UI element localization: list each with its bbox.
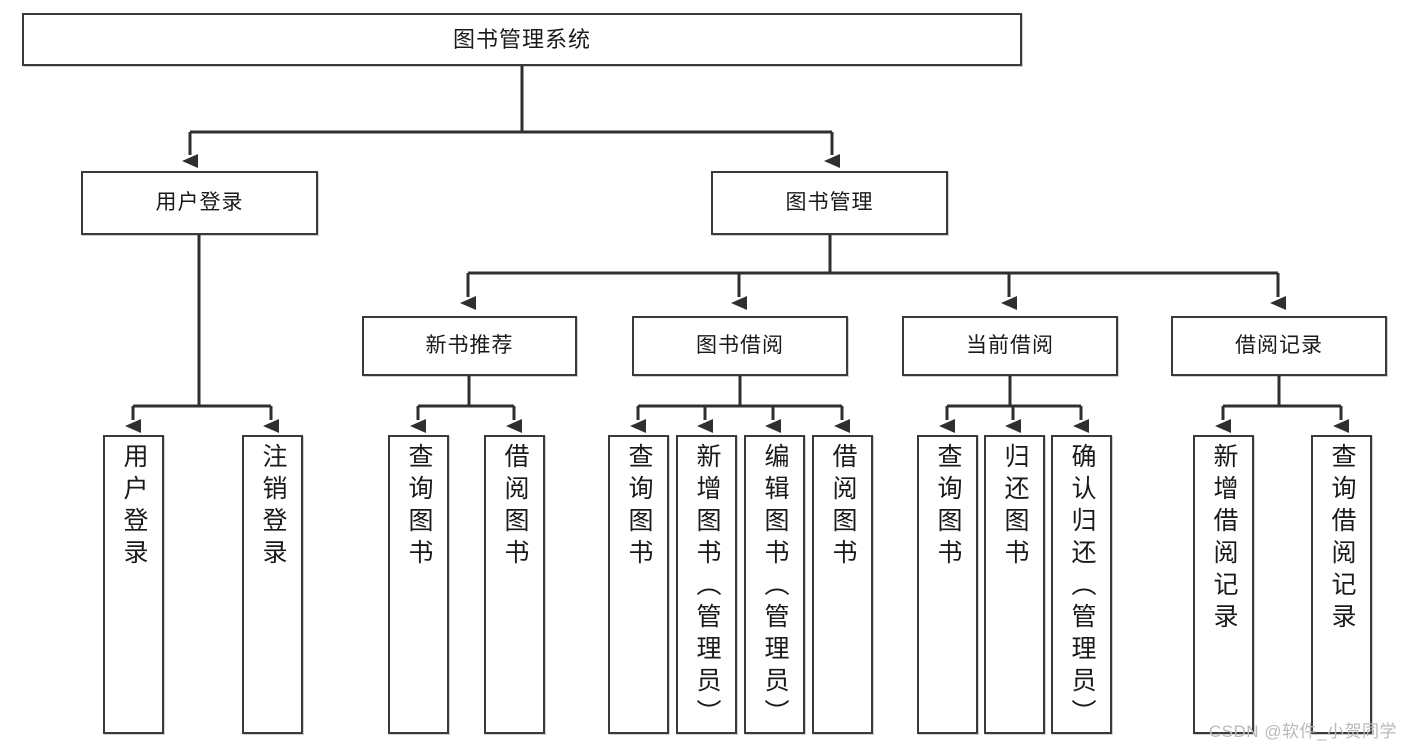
node-label: 归还图书 bbox=[1001, 443, 1029, 571]
node-label: 新增图书（管理员） bbox=[693, 443, 721, 731]
leaf-current-return-book[interactable]: 归还图书 bbox=[984, 435, 1045, 734]
node-label: 查询图书 bbox=[405, 443, 433, 571]
node-label: 图书管理系统 bbox=[452, 26, 591, 52]
node-root-book-management-system[interactable]: 图书管理系统 bbox=[22, 13, 1022, 66]
node-label: 用户登录 bbox=[120, 443, 148, 571]
node-label: 注销登录 bbox=[259, 443, 287, 571]
node-label: 新书推荐 bbox=[425, 333, 514, 357]
node-label: 图书管理 bbox=[785, 190, 874, 214]
node-label: 查询图书 bbox=[934, 443, 962, 571]
leaf-current-confirm-return[interactable]: 确认归还（管理员） bbox=[1051, 435, 1112, 734]
leaf-new-book-borrow[interactable]: 借阅图书 bbox=[484, 435, 545, 734]
node-book-borrow[interactable]: 图书借阅 bbox=[632, 316, 848, 376]
leaf-new-book-query[interactable]: 查询图书 bbox=[388, 435, 449, 734]
leaf-user-login-logout[interactable]: 注销登录 bbox=[242, 435, 303, 734]
node-label: 编辑图书（管理员） bbox=[761, 443, 789, 731]
node-borrow-record[interactable]: 借阅记录 bbox=[1171, 316, 1387, 376]
watermark: CSDN @软件_小贺同学 bbox=[1208, 722, 1397, 741]
leaf-user-login-login[interactable]: 用户登录 bbox=[103, 435, 164, 734]
node-label: 当前借阅 bbox=[966, 333, 1054, 357]
node-label: 图书借阅 bbox=[696, 333, 784, 357]
node-label: 用户登录 bbox=[155, 190, 244, 214]
node-label: 借阅图书 bbox=[501, 443, 529, 571]
node-book-management[interactable]: 图书管理 bbox=[711, 171, 948, 235]
leaf-current-query-book[interactable]: 查询图书 bbox=[917, 435, 978, 734]
leaf-borrow-edit-book[interactable]: 编辑图书（管理员） bbox=[744, 435, 805, 734]
node-label: 借阅图书 bbox=[829, 443, 857, 571]
leaf-borrow-add-book[interactable]: 新增图书（管理员） bbox=[676, 435, 737, 734]
node-label: 借阅记录 bbox=[1235, 333, 1323, 357]
node-label: 查询图书 bbox=[625, 443, 653, 571]
leaf-borrow-query-book[interactable]: 查询图书 bbox=[608, 435, 669, 734]
node-label: 查询借阅记录 bbox=[1328, 443, 1356, 635]
node-new-book-recommend[interactable]: 新书推荐 bbox=[362, 316, 577, 376]
leaf-borrow-borrow-book[interactable]: 借阅图书 bbox=[812, 435, 873, 734]
leaf-record-query[interactable]: 查询借阅记录 bbox=[1311, 435, 1372, 734]
node-current-borrow[interactable]: 当前借阅 bbox=[902, 316, 1118, 376]
node-label: 确认归还（管理员） bbox=[1068, 443, 1096, 731]
node-label: 新增借阅记录 bbox=[1210, 443, 1238, 635]
leaf-record-add[interactable]: 新增借阅记录 bbox=[1193, 435, 1254, 734]
node-user-login[interactable]: 用户登录 bbox=[81, 171, 318, 235]
